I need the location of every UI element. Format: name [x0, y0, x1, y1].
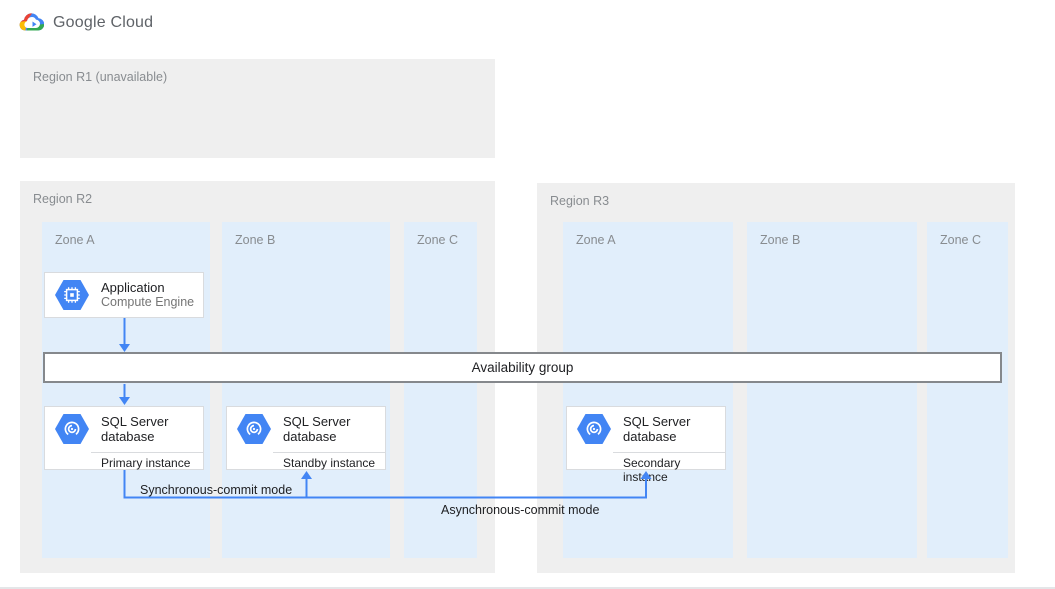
- sql-primary-text: SQL Server database: [101, 414, 199, 444]
- async-commit-label: Asynchronous-commit mode: [441, 503, 600, 517]
- zone-label: Zone C: [940, 233, 981, 247]
- sql-standby-instance-label: Standby instance: [283, 456, 376, 470]
- region-r2-zone-b: Zone B: [222, 222, 390, 558]
- region-r3-zone-c: Zone C: [927, 222, 1008, 558]
- sql-secondary-text: SQL Server database: [623, 414, 721, 444]
- sql-standby-card: SQL Server database Standby instance: [226, 406, 386, 470]
- cloud-sql-icon: [576, 413, 612, 445]
- cloud-sql-icon: [54, 413, 90, 445]
- card-divider: [613, 452, 725, 453]
- compute-engine-icon: [54, 279, 90, 311]
- google-cloud-wordmark: Google Cloud: [53, 13, 154, 31]
- application-subtitle: Compute Engine: [101, 295, 195, 309]
- region-r2-label: Region R2: [33, 192, 93, 206]
- sql-secondary-title: SQL Server database: [623, 414, 691, 444]
- region-r2-zone-c: Zone C: [404, 222, 477, 558]
- application-card-text: Application Compute Engine: [101, 280, 199, 310]
- sql-primary-card: SQL Server database Primary instance: [44, 406, 204, 470]
- region-r3-zone-a: Zone A: [563, 222, 733, 558]
- region-r3-label: Region R3: [550, 194, 610, 208]
- google-cloud-logo: Google Cloud: [18, 12, 153, 33]
- sql-secondary-instance-label: Secondary instance: [623, 456, 681, 484]
- card-divider: [91, 452, 203, 453]
- zone-label: Zone A: [576, 233, 616, 247]
- availability-group-bar: Availability group: [43, 352, 1002, 383]
- google-cloud-icon: [19, 13, 44, 31]
- zone-label: Zone A: [55, 233, 95, 247]
- zone-label: Zone C: [417, 233, 458, 247]
- region-r3-zone-b: Zone B: [747, 222, 917, 558]
- sync-commit-label: Synchronous-commit mode: [140, 483, 293, 497]
- sql-standby-text: SQL Server database: [283, 414, 381, 444]
- application-card: Application Compute Engine: [44, 272, 204, 318]
- sql-standby-title: SQL Server database: [283, 414, 351, 444]
- zone-label: Zone B: [760, 233, 801, 247]
- region-r1: Region R1 (unavailable): [20, 59, 495, 158]
- region-r1-label: Region R1 (unavailable): [33, 70, 168, 84]
- cloud-sql-icon: [236, 413, 272, 445]
- sql-primary-instance-label: Primary instance: [101, 456, 191, 470]
- sql-primary-title: SQL Server database: [101, 414, 169, 444]
- zone-label: Zone B: [235, 233, 276, 247]
- card-divider: [273, 452, 385, 453]
- availability-group-label: Availability group: [471, 360, 574, 375]
- sql-secondary-card: SQL Server database Secondary instance: [566, 406, 726, 484]
- application-title: Application: [101, 280, 165, 295]
